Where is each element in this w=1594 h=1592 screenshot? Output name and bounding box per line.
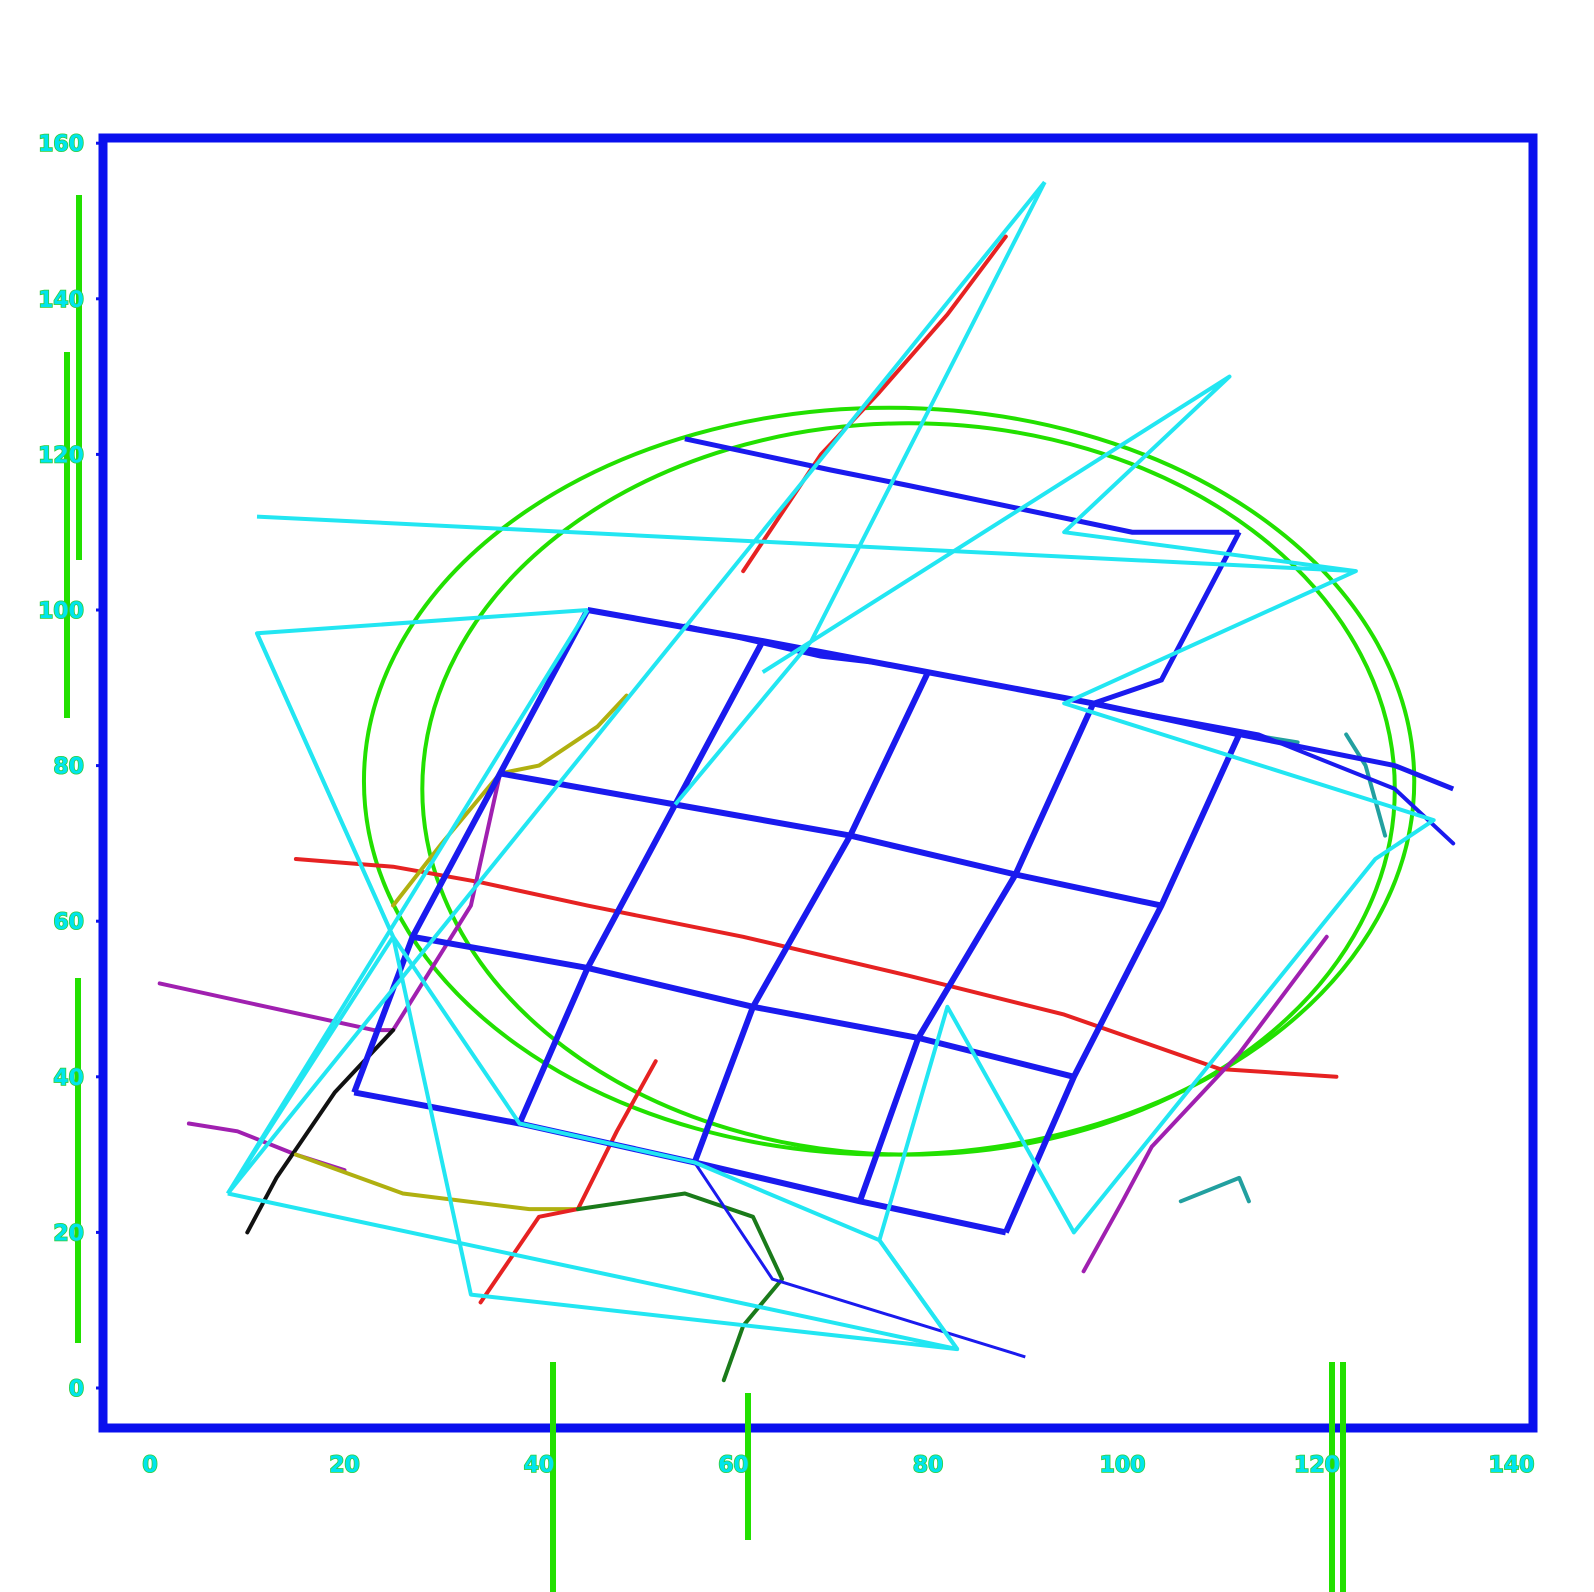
thread-5 <box>1081 934 1329 1274</box>
wire-top-horizontal <box>256 514 1356 574</box>
thread-9 <box>575 1191 785 1383</box>
x-axis-ticks: 0 20 40 60 80 100 120 140 <box>142 1452 1536 1479</box>
decor-layer <box>64 195 1346 1592</box>
y-tick-label-140: 140 <box>38 288 84 313</box>
grid-top-right-edge <box>1092 531 1242 706</box>
thread-11 <box>1344 732 1388 838</box>
wire-left-diagonal <box>226 608 590 1195</box>
x-tick-label-0: 0 <box>142 1453 157 1478</box>
y-tick-label-100: 100 <box>38 599 84 624</box>
x-tick-label-40: 40 <box>524 1453 555 1478</box>
y-axis-ticks: 0 20 40 60 80 100 120 140 160 <box>37 131 85 1402</box>
x-tick-label-20: 20 <box>329 1453 360 1478</box>
y-tick-label-40: 40 <box>53 1066 84 1091</box>
wire-left <box>226 608 588 1195</box>
x-tick-label-140: 140 <box>1489 1453 1535 1478</box>
grid-col-3 <box>691 670 931 1164</box>
grid-col-1 <box>351 608 591 1094</box>
y-tick-label-0: 0 <box>69 1377 84 1402</box>
y-tick-label-120: 120 <box>38 443 84 468</box>
frame-left-ticks <box>96 141 103 1390</box>
plot-frame <box>98 133 1538 1433</box>
x-tick-label-120: 120 <box>1294 1453 1340 1478</box>
thread-10 <box>1178 1175 1251 1204</box>
wire-long-diagonal <box>226 180 1047 1195</box>
wire-bottom-long <box>227 1191 960 1352</box>
thread-1 <box>293 857 1339 1079</box>
grid-top-edge <box>684 436 1240 535</box>
y-tick-label-80: 80 <box>53 755 84 780</box>
x-tick-label-100: 100 <box>1100 1453 1146 1478</box>
y-tick-label-60: 60 <box>53 910 84 935</box>
thread-7 <box>293 1152 580 1212</box>
grid-col-5 <box>1003 733 1242 1234</box>
wire-right <box>761 374 1436 1241</box>
y-tick-label-160: 160 <box>38 132 84 157</box>
grid-bottom-tail <box>693 1161 1026 1359</box>
thread-2 <box>391 693 629 908</box>
x-tick-label-80: 80 <box>913 1453 944 1478</box>
y-tick-label-20: 20 <box>53 1221 84 1246</box>
x-tick-label-60: 60 <box>718 1453 749 1478</box>
grid-right-tail <box>1238 732 1455 792</box>
wire-layer <box>226 180 1436 1352</box>
grid-col-2 <box>516 639 766 1125</box>
grid-col-4 <box>857 702 1097 1203</box>
